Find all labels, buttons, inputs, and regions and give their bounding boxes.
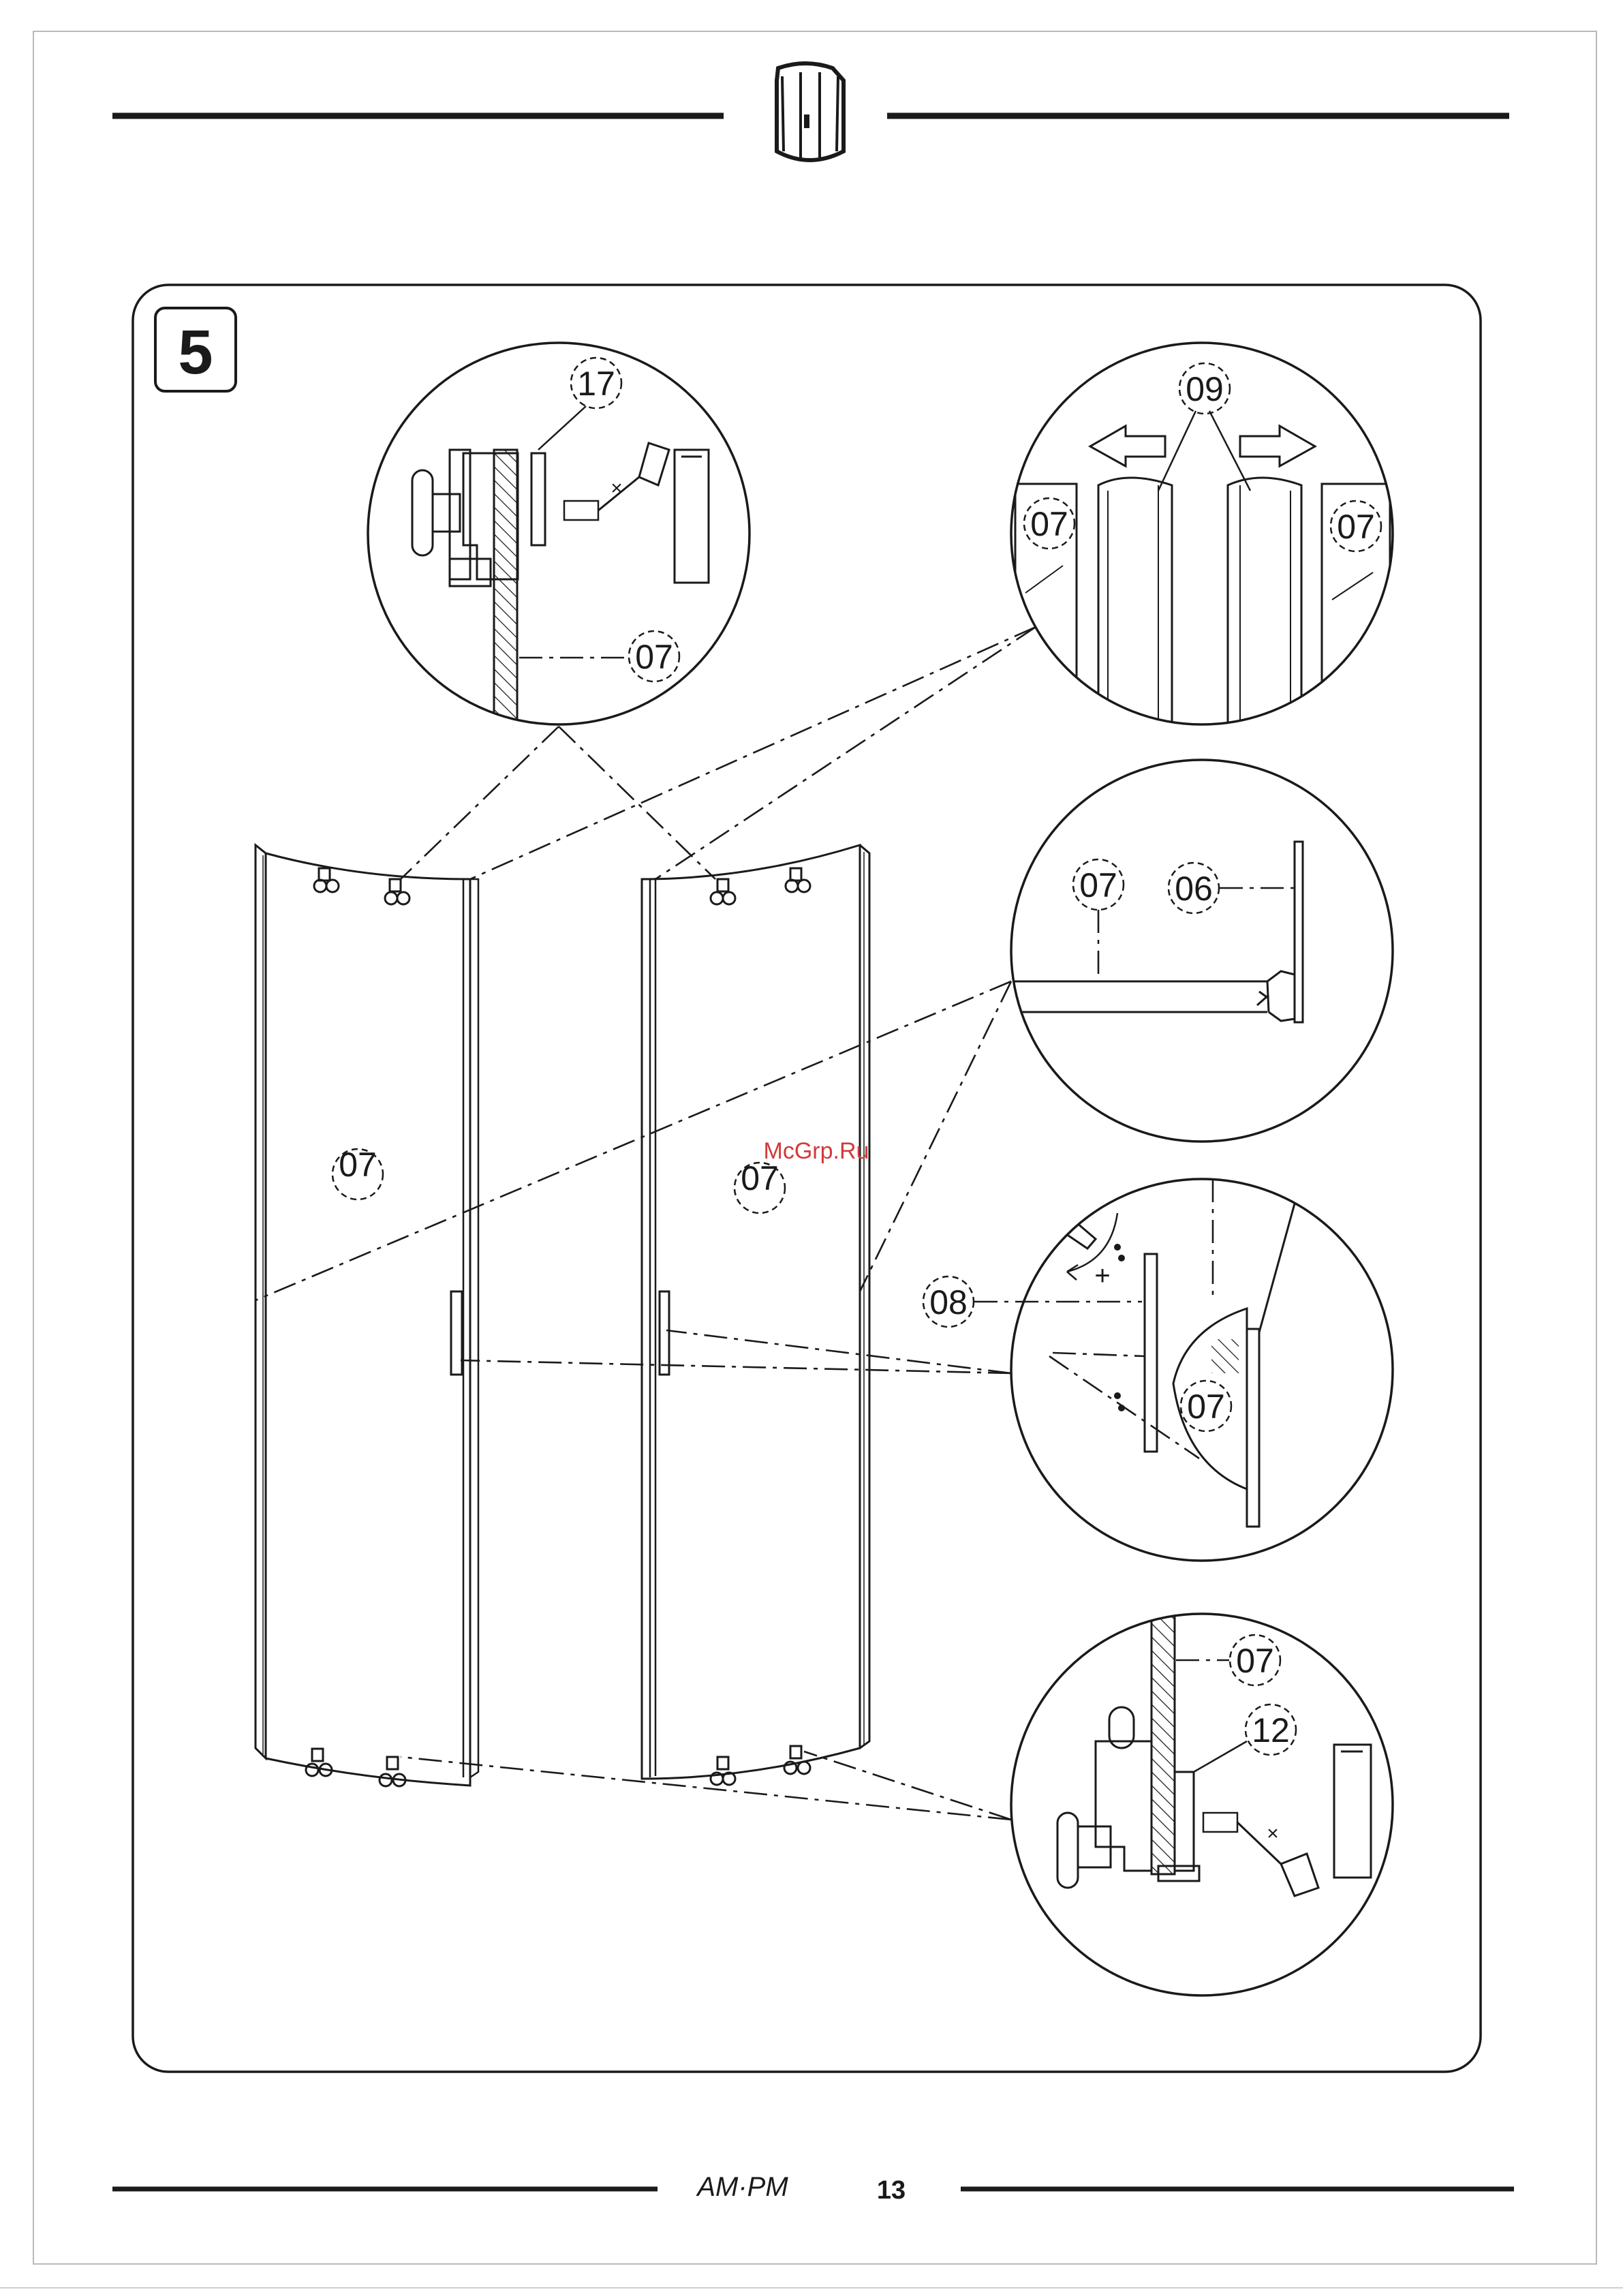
arrow-right-icon [1240, 426, 1315, 466]
detail-top-right-part-label: 09 [1186, 370, 1224, 408]
page-number: 13 [877, 2176, 906, 2205]
detail-top-right-glass-left-label: 07 [1030, 505, 1068, 543]
shower-enclosure-icon [777, 63, 844, 161]
detail-top-right: 09 07 07 [1011, 343, 1393, 729]
door-handle-right [660, 1291, 669, 1375]
bottom-rollers-left [306, 1749, 405, 1786]
step-badge: 5 [155, 308, 236, 391]
detail-handle-part-label: 08 [929, 1283, 968, 1321]
detail-middle-profile-label: 06 [1175, 870, 1213, 908]
detail-top-left-part-label: 17 [577, 365, 615, 403]
detail-handle-glass-label: 07 [1187, 1388, 1225, 1426]
detail-top-left-glass-label: 07 [635, 638, 673, 676]
detail-bottom-part-label: 12 [1252, 1711, 1290, 1749]
step-number: 5 [178, 318, 213, 387]
detail-bottom: × 07 12 [1011, 1608, 1393, 1995]
detail-top-right-glass-right-label: 07 [1337, 508, 1375, 546]
step-panel [133, 285, 1481, 2072]
arrow-left-icon [1090, 426, 1165, 466]
svg-text:×: × [1267, 1822, 1279, 1845]
watermark: McGrp.Ru [764, 1138, 869, 1164]
top-rollers-left [314, 868, 409, 904]
svg-text:+: + [1094, 1261, 1110, 1291]
door-panel-right [642, 845, 869, 1785]
bottom-rollers-right [711, 1746, 810, 1785]
detail-middle: 07 06 [1011, 760, 1393, 1142]
detail-connectors [256, 627, 1036, 1820]
door-left-label: 07 [339, 1146, 377, 1184]
detail-middle-glass-label: 07 [1079, 866, 1117, 904]
door-panel-left [256, 845, 478, 1786]
detail-bottom-glass-label: 07 [1236, 1642, 1274, 1680]
svg-text:×: × [610, 477, 623, 500]
detail-handle: + 08 07 [923, 1179, 1393, 1561]
footer: AM·PM 13 [112, 2172, 1514, 2205]
header [112, 63, 1509, 161]
door-right-label: 07 [741, 1159, 779, 1197]
door-handle-left [451, 1291, 462, 1375]
detail-top-left: × 17 07 [368, 343, 749, 736]
brand-logo: AM·PM [696, 2172, 788, 2202]
